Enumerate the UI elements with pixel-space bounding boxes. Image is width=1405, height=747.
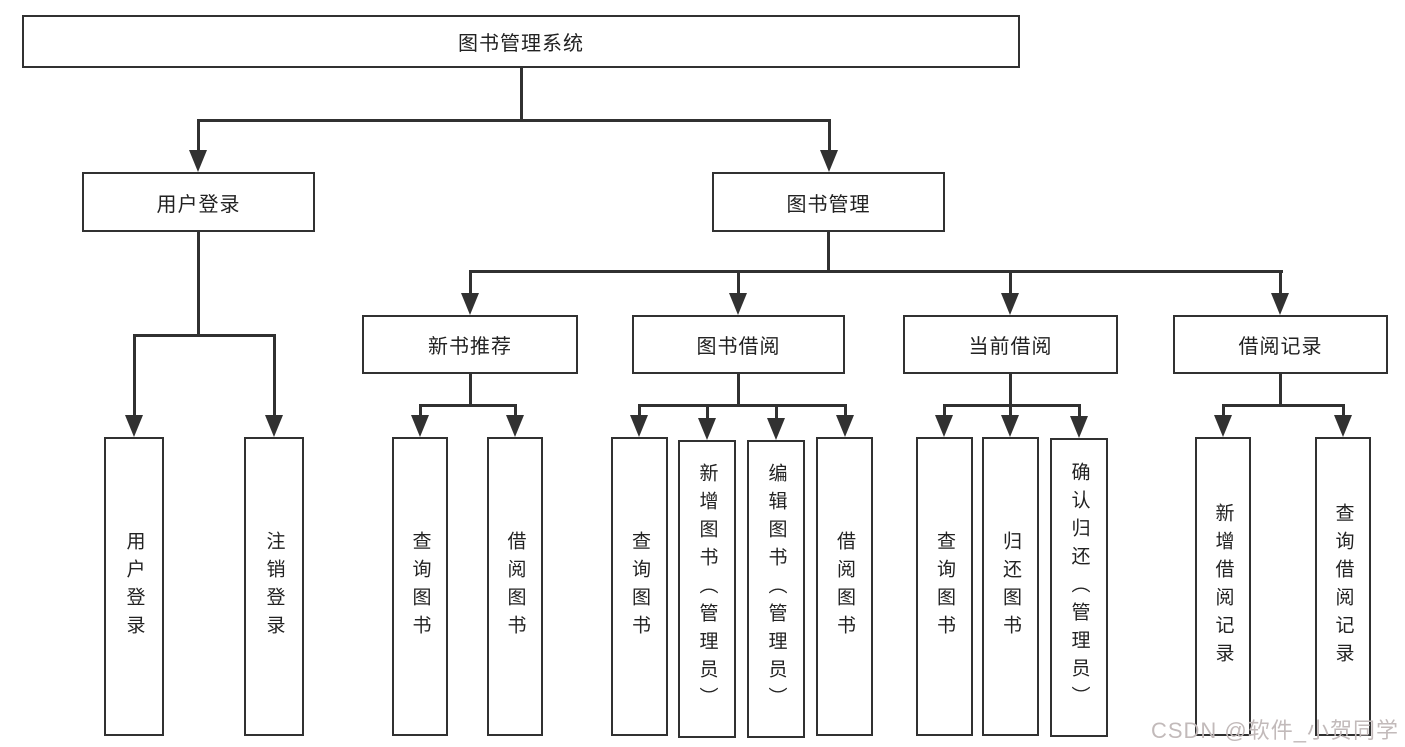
arrow-down-icon xyxy=(1070,416,1088,438)
leaf-confirm-return-admin: 确认归还（管理员） xyxy=(1050,438,1108,737)
arrow-down-icon xyxy=(698,418,716,440)
node-label: 用户登录 xyxy=(123,530,145,643)
arrow-down-icon xyxy=(1334,415,1352,437)
connector-vline xyxy=(1278,374,1282,407)
node-label: 查询借阅记录 xyxy=(1332,502,1354,671)
arrow-down-icon xyxy=(125,415,143,437)
connector-hline xyxy=(637,403,847,407)
connector-vline xyxy=(1221,405,1225,419)
connector-hline xyxy=(1221,403,1345,407)
arrow-down-icon xyxy=(1001,293,1019,315)
connector-vline xyxy=(736,374,740,407)
leaf-query-books-current: 查询图书 xyxy=(916,437,973,736)
node-label: 编辑图书（管理员） xyxy=(765,463,787,715)
node-label: 借阅图书 xyxy=(834,530,855,643)
node-borrowing-records: 借阅记录 xyxy=(1173,315,1388,374)
connector-vline xyxy=(1008,374,1012,407)
arrow-down-icon xyxy=(820,150,838,172)
arrow-down-icon xyxy=(767,418,785,440)
arrow-down-icon xyxy=(1214,415,1232,437)
arrow-down-icon xyxy=(461,293,479,315)
node-user-login: 用户登录 xyxy=(82,172,315,232)
leaf-return-books: 归还图书 xyxy=(982,437,1039,736)
arrow-down-icon xyxy=(729,293,747,315)
arrow-down-icon xyxy=(411,415,429,437)
node-label: 新增借阅记录 xyxy=(1212,502,1234,671)
leaf-logout: 注销登录 xyxy=(244,437,304,736)
connector-vline xyxy=(705,405,709,422)
connector-vline xyxy=(843,405,847,419)
connector-vline xyxy=(1077,405,1081,420)
node-label: 归还图书 xyxy=(1000,530,1021,643)
node-new-book-recommend: 新书推荐 xyxy=(362,315,578,374)
connector-vline xyxy=(132,335,136,419)
connector-hline xyxy=(942,403,1081,407)
leaf-borrow-books-borrowing: 借阅图书 xyxy=(816,437,873,736)
connector-vline xyxy=(942,405,946,419)
connector-vline xyxy=(196,120,200,154)
node-label: 图书管理系统 xyxy=(458,33,584,55)
leaf-query-books-borrowing: 查询图书 xyxy=(611,437,668,736)
leaf-add-borrow-record: 新增借阅记录 xyxy=(1195,437,1251,736)
connector-vline xyxy=(1008,405,1012,419)
node-label: 图书借阅 xyxy=(696,336,781,358)
node-label: 查询图书 xyxy=(934,530,955,643)
connector-hline xyxy=(132,333,276,337)
connector-vline xyxy=(468,374,472,407)
leaf-borrow-books-recommend: 借阅图书 xyxy=(487,437,543,736)
leaf-user-login: 用户登录 xyxy=(104,437,164,736)
connector-vline xyxy=(827,120,831,154)
node-label: 当前借阅 xyxy=(968,336,1053,358)
node-book-borrowing: 图书借阅 xyxy=(632,315,845,374)
node-label: 查询图书 xyxy=(629,530,650,643)
connector-vline xyxy=(418,405,422,419)
arrow-down-icon xyxy=(506,415,524,437)
node-label: 新书推荐 xyxy=(428,336,512,358)
leaf-query-borrow-record: 查询借阅记录 xyxy=(1315,437,1371,736)
connector-hline xyxy=(418,403,517,407)
node-label: 新增图书（管理员） xyxy=(696,463,718,715)
node-label: 查询图书 xyxy=(409,530,431,643)
leaf-add-book-admin: 新增图书（管理员） xyxy=(678,440,736,738)
connector-vline xyxy=(1341,405,1345,419)
node-book-management: 图书管理 xyxy=(712,172,945,232)
arrow-down-icon xyxy=(265,415,283,437)
node-label: 确认归还（管理员） xyxy=(1068,461,1090,714)
connector-vline xyxy=(637,405,641,419)
node-label: 图书管理 xyxy=(786,193,871,216)
node-label: 用户登录 xyxy=(156,193,241,216)
connector-hline xyxy=(468,269,1283,273)
arrow-down-icon xyxy=(189,150,207,172)
connector-vline xyxy=(519,68,523,122)
connector-vline xyxy=(196,232,200,337)
arrow-down-icon xyxy=(1001,415,1019,437)
leaf-query-books-recommend: 查询图书 xyxy=(392,437,448,736)
node-label: 注销登录 xyxy=(263,530,285,643)
node-label: 借阅记录 xyxy=(1238,336,1323,358)
arrow-down-icon xyxy=(1271,293,1289,315)
node-label: 借阅图书 xyxy=(504,530,526,643)
arrow-down-icon xyxy=(836,415,854,437)
connector-vline xyxy=(774,405,778,422)
connector-hline xyxy=(196,118,831,122)
connector-vline xyxy=(513,405,517,419)
leaf-edit-book-admin: 编辑图书（管理员） xyxy=(747,440,805,738)
node-current-borrowing: 当前借阅 xyxy=(903,315,1118,374)
connector-vline xyxy=(736,271,740,297)
connector-vline xyxy=(272,335,276,419)
connector-vline xyxy=(826,232,830,273)
arrow-down-icon xyxy=(630,415,648,437)
arrow-down-icon xyxy=(935,415,953,437)
connector-vline xyxy=(1278,271,1282,297)
connector-vline xyxy=(1008,271,1012,297)
connector-vline xyxy=(468,271,472,297)
node-library-system: 图书管理系统 xyxy=(22,15,1020,68)
